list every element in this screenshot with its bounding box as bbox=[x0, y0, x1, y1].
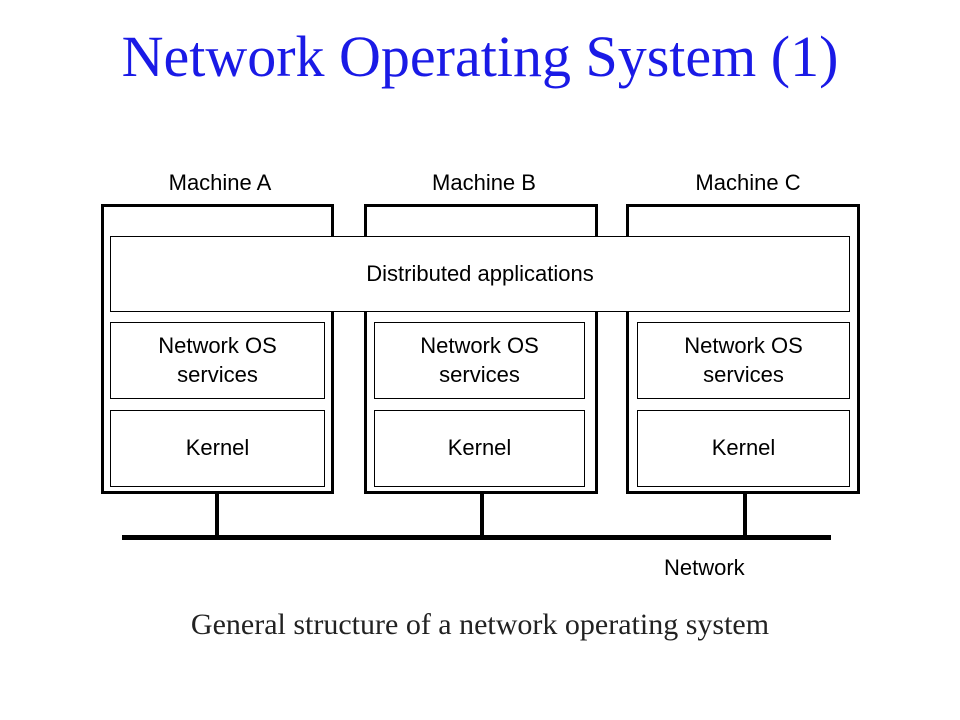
slide-title: Network Operating System (1) bbox=[121, 24, 839, 89]
machine-a-kernel-label: Kernel bbox=[185, 435, 250, 461]
distributed-applications-label: Distributed applications bbox=[366, 260, 594, 286]
machine-a-kernel-box: Kernel bbox=[110, 410, 325, 487]
machine-b-services-label: Network OS services bbox=[420, 332, 539, 387]
slide-caption: General structure of a network operating… bbox=[190, 608, 770, 641]
network-label: Network bbox=[664, 555, 745, 580]
machine-c-services-label: Network OS services bbox=[684, 332, 803, 387]
distributed-applications-box: Distributed applications bbox=[110, 236, 850, 312]
machine-b-connector bbox=[480, 494, 484, 538]
machine-b-kernel-box: Kernel bbox=[374, 410, 585, 487]
machine-c-kernel-label: Kernel bbox=[711, 435, 776, 461]
machine-c-services-box: Network OS services bbox=[637, 322, 850, 399]
machine-a-services-label: Network OS services bbox=[158, 332, 277, 387]
machine-b-label: Machine B bbox=[432, 170, 536, 195]
machine-c-connector bbox=[743, 494, 747, 538]
machine-c-kernel-box: Kernel bbox=[637, 410, 850, 487]
machine-a-label: Machine A bbox=[168, 170, 272, 195]
machine-b-kernel-label: Kernel bbox=[447, 435, 512, 461]
machine-b-services-box: Network OS services bbox=[374, 322, 585, 399]
machine-a-connector bbox=[215, 494, 219, 538]
machine-c-label: Machine C bbox=[695, 170, 801, 195]
machine-a-services-box: Network OS services bbox=[110, 322, 325, 399]
network-bus bbox=[122, 535, 831, 540]
